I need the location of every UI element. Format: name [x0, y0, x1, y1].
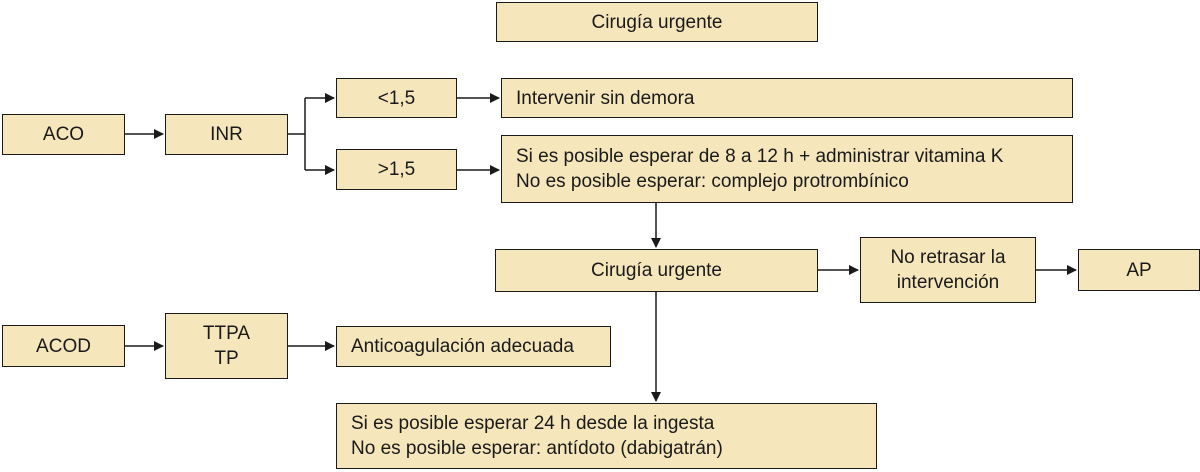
tp-label: TP [214, 348, 239, 369]
inr-high-label: >1,5 [377, 159, 416, 180]
high-action-line-1: Si es posible esperar de 8 a 12 h + admi… [516, 146, 1004, 167]
top-surgery-box: Cirugía urgente [496, 2, 818, 42]
aco-label: ACO [42, 124, 85, 145]
acod-box: ACOD [2, 325, 125, 367]
bottom-action-line-2: No es posible esperar: antídoto (dabigat… [351, 438, 723, 459]
bottom-action-box: Si es posible esperar 24 h desde la inge… [336, 403, 877, 469]
high-action-line-2: No es posible esperar: complejo protromb… [516, 171, 909, 192]
acod-label: ACOD [36, 335, 91, 357]
inr-low-label: <1,5 [377, 87, 416, 109]
ap-box: AP [1078, 249, 1200, 291]
branch-inr [288, 98, 306, 170]
top-surgery-label: Cirugía urgente [591, 11, 723, 33]
middle-surgery-label: Cirugía urgente [591, 260, 722, 281]
ttpa-tp-box: TTPA TP [165, 313, 288, 379]
inr-low-box: <1,5 [336, 78, 457, 118]
low-action-box: Intervenir sin demora [501, 78, 1073, 118]
bottom-action-line-1: Si es posible esperar 24 h desde la inge… [351, 413, 715, 434]
no-delay-box: No retrasar la intervención [860, 237, 1036, 303]
ttpa-label: TTPA [202, 323, 251, 344]
inr-high-box: >1,5 [336, 149, 457, 190]
adequate-label: Anticoagulación adecuada [351, 336, 574, 357]
adequate-box: Anticoagulación adecuada [336, 326, 611, 367]
no-delay-line-2: intervención [896, 272, 1000, 293]
inr-box: INR [165, 114, 288, 155]
aco-box: ACO [2, 114, 125, 155]
middle-surgery-box: Cirugía urgente [495, 249, 818, 292]
no-delay-line-1: No retrasar la [890, 247, 1006, 268]
inr-label: INR [210, 124, 243, 145]
high-action-box: Si es posible esperar de 8 a 12 h + admi… [501, 135, 1073, 203]
low-action-label: Intervenir sin demora [516, 87, 695, 109]
ap-label: AP [1126, 259, 1152, 281]
